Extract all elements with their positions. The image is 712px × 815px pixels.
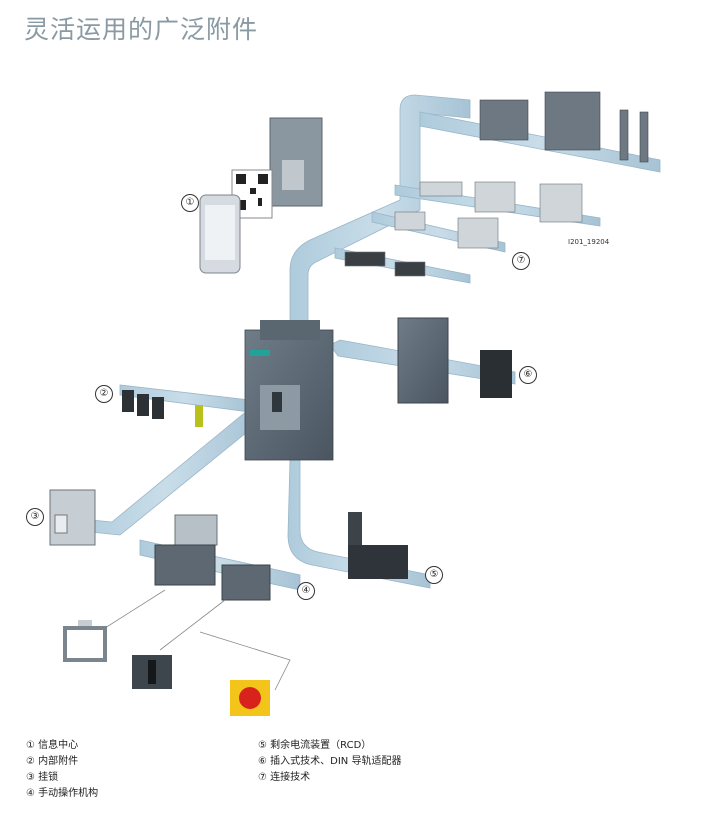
smartphone-image <box>199 194 241 274</box>
rotary-handle-red-yellow <box>230 680 270 716</box>
legend-item: ⑤ 剩余电流装置（RCD） <box>258 740 372 751</box>
top-right-terminals <box>479 91 649 163</box>
legend-item: ⑦ 连接技术 <box>258 772 311 783</box>
callout-3: ③ <box>26 508 44 526</box>
legend-right: ⑤ 剩余电流装置（RCD） ⑥ 插入式技术、DIN 导轨适配器 ⑦ 连接技术 <box>258 738 401 786</box>
rcd-module <box>348 512 408 579</box>
padlock-breaker <box>49 489 96 546</box>
internal-accessories <box>122 390 203 427</box>
legend-item: ④ 手动操作机构 <box>26 788 99 799</box>
legend-item: ⑥ 插入式技术、DIN 导轨适配器 <box>258 756 402 767</box>
legend-left: ① 信息中心 ② 内部附件 ③ 挂锁 ④ 手动操作机构 <box>26 738 98 802</box>
legend-item: ① 信息中心 <box>26 740 79 751</box>
page-title: 灵活运用的广泛附件 <box>24 15 259 44</box>
plug-in-breaker <box>397 317 512 404</box>
callout-6: ⑥ <box>519 366 537 384</box>
ribbon-tracks <box>69 94 661 591</box>
rotary-handle-black <box>132 655 172 689</box>
door-frame-image <box>63 620 107 662</box>
callout-7: ⑦ <box>512 252 530 270</box>
manual-operator-units <box>104 514 291 691</box>
callout-5: ⑤ <box>425 566 443 584</box>
callout-2: ② <box>95 385 113 403</box>
legend-item: ③ 挂锁 <box>26 772 59 783</box>
callout-4: ④ <box>297 582 315 600</box>
main-circuit-breaker <box>244 320 334 461</box>
figure-id: I201_19204 <box>568 238 610 246</box>
top-breaker <box>269 117 323 207</box>
legend-item: ② 内部附件 <box>26 756 79 767</box>
connection-technology-parts <box>344 181 583 277</box>
callout-1: ① <box>181 194 199 212</box>
